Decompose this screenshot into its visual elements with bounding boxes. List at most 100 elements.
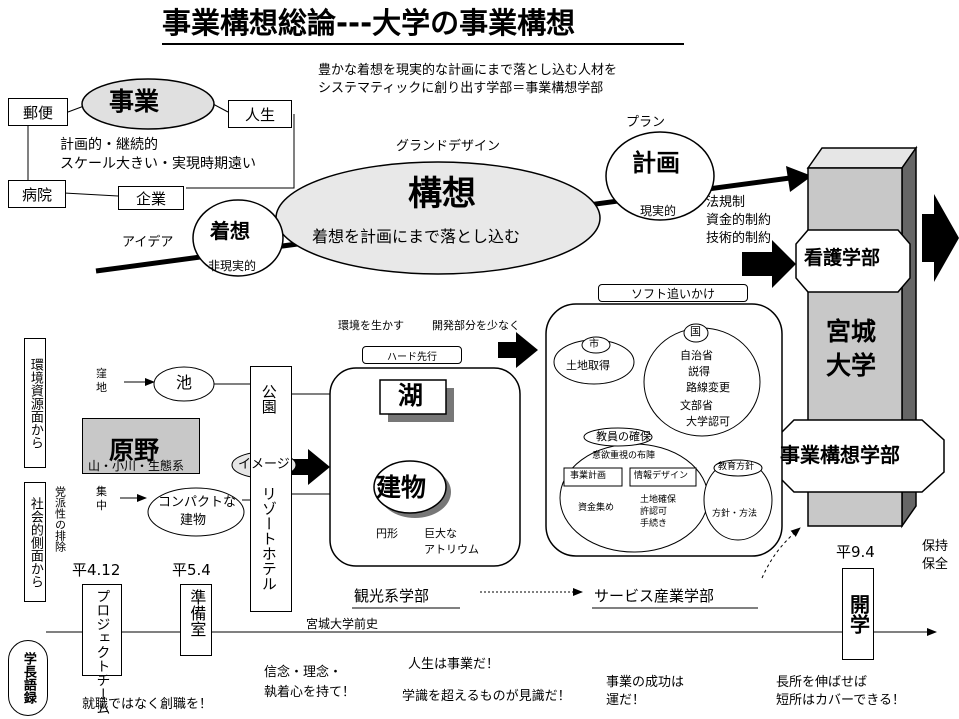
shuuchuu-1: 集	[96, 485, 107, 498]
kankou-label: 観光系学部	[354, 587, 430, 605]
hard-label: ハード先行	[362, 346, 462, 364]
plan-label: プラン	[626, 115, 666, 130]
service-label: サービス産業学部	[594, 587, 715, 605]
ike-ellipse	[153, 366, 215, 402]
quote-5a: 事業の成功は	[606, 675, 685, 690]
jouhou-label: 情報デザイン	[634, 471, 689, 481]
timeline-label: 宮城大学前史	[306, 617, 379, 631]
tousei-label: 党派性の排除	[53, 486, 67, 552]
hi-genjitsu-label: 非現実的	[208, 259, 257, 273]
atrium-label-2: アトリウム	[424, 543, 479, 556]
shakai-box: 社会的側面から	[24, 482, 46, 602]
kuni-item-5: 大学認可	[686, 415, 730, 428]
hei54-label: 平5.4	[172, 561, 211, 579]
kaihatsu-label: 開発部分を少なく	[432, 319, 520, 332]
project-box: プロジェクトチーム	[82, 584, 122, 715]
kouen-resort-box	[250, 366, 292, 612]
jinsei-box: 人生	[228, 100, 292, 128]
compact-label-1: コンパクトな	[158, 495, 237, 510]
kuni-label: 国	[690, 325, 701, 338]
arrow-soft	[498, 332, 538, 368]
tochi-label: 土地取得	[566, 359, 610, 372]
constraint-1: 法規制	[706, 195, 746, 210]
hei412-label: 平4.12	[72, 561, 121, 579]
tatemono-ellipse	[373, 460, 447, 514]
quote-2b: 執着心を持て！	[264, 685, 356, 700]
compact-ellipse	[147, 487, 245, 537]
kankyou-ikasu-label: 環境を生かす	[338, 319, 404, 332]
keikaku-label: 計画	[632, 149, 680, 177]
atrium-label-1: 巨大な	[424, 527, 457, 540]
chakusou-ellipse	[192, 199, 284, 277]
resort-label: リゾートホテル	[259, 486, 278, 591]
tochi-kakuho-1: 土地確保	[640, 495, 677, 505]
hoji-2: 保全	[922, 557, 949, 572]
jigyou-desc-2: スケール大きい・実現時期遠い	[60, 156, 256, 172]
idea-label: アイデア	[122, 235, 174, 250]
mizuumi-label: 湖	[398, 381, 424, 410]
quote-1: 就職ではなく創職を！	[82, 697, 213, 712]
compact-label-2: 建物	[180, 513, 207, 528]
arrow-image	[292, 449, 330, 485]
kankyo-label: 環境資源面から	[27, 357, 43, 449]
kuni-item-4: 文部省	[680, 399, 713, 412]
hei94-label: 平9.4	[836, 543, 875, 561]
tochi-kakuho-2: 許認可	[640, 507, 668, 517]
quote-6b: 短所はカバーできる！	[776, 693, 905, 708]
shi-label: 市	[589, 339, 599, 350]
jigyou-label: 事業	[109, 87, 160, 116]
building-top	[806, 147, 918, 169]
jigyou-keikaku-label: 事業計画	[570, 471, 607, 481]
image-label: イメージ	[238, 457, 290, 472]
page-title: 事業構想総論---大学の事業構想	[162, 6, 576, 40]
intro-line-2: システマティックに創り出す学部＝事業構想学部	[318, 81, 604, 96]
shakai-label: 社会的側面から	[27, 496, 43, 588]
kango-octagon	[795, 229, 911, 293]
shuuchuu-2: 中	[96, 499, 107, 512]
junbi-box: 準備室	[180, 584, 212, 656]
constraint-2: 資金的制約	[706, 213, 772, 228]
quote-6a: 長所を伸ばせば	[776, 675, 868, 690]
chakusou-label: 着想	[210, 219, 250, 243]
miyagi-label-1: 宮城	[826, 317, 877, 346]
kyouin-label: 教員の確保	[596, 430, 651, 443]
ishiki-label: 意欲重視の布陣	[592, 451, 656, 461]
grand-design-label: グランドデザイン	[396, 139, 501, 154]
constraint-3: 技術的制約	[706, 231, 772, 246]
kyouiku-label: 教育方針	[718, 462, 755, 472]
kango-label: 看護学部	[804, 247, 881, 269]
genjitsu-label: 現実的	[640, 204, 677, 218]
jigyou-desc-1: 計画的・継続的	[60, 137, 158, 153]
kuni-item-1: 自治省	[680, 349, 713, 362]
miyagi-label-2: 大学	[826, 351, 877, 380]
kousou-sub-label: 着想を計画にまで落とし込む	[312, 227, 521, 246]
mizuumi-box	[379, 379, 447, 415]
genya-box: 原野	[82, 418, 200, 474]
hoji-1: 保持	[922, 539, 949, 554]
jigyou-kousou-label: 事業構想学部	[780, 443, 900, 467]
kaigaku-box: 開学	[842, 568, 874, 660]
byouin-box: 病院	[8, 180, 66, 208]
ike-label: 池	[176, 373, 193, 392]
quote-2a: 信念・理念・	[264, 665, 343, 680]
kouen-label: 公園	[259, 384, 278, 414]
kigyou-box: 企業	[118, 186, 184, 210]
gakuchou-box: 学長語録	[8, 640, 48, 716]
kubochi-2: 地	[96, 381, 107, 394]
quote-5b: 運だ！	[606, 693, 646, 708]
yama-label: 山・小川・生態系	[88, 459, 185, 473]
arrow-into-kango	[742, 240, 796, 288]
project-label: プロジェクトチーム	[94, 589, 111, 715]
kuni-item-2: 説得	[688, 365, 710, 378]
enkei-label: 円形	[376, 527, 398, 540]
junbi-label: 準備室	[187, 589, 207, 637]
intro-line-1: 豊かな着想を現実的な計画にまで落とし込む人材を	[318, 63, 618, 78]
kuni-item-3: 路線変更	[686, 381, 730, 394]
tatemono-label: 建物	[376, 473, 427, 502]
kousou-label: 構想	[408, 174, 476, 214]
gakuchou-label: 学長語録	[20, 652, 36, 704]
arrow-out	[922, 194, 959, 282]
jigyou-ellipse	[81, 78, 215, 130]
shikin-label: 資金集め	[578, 503, 615, 513]
